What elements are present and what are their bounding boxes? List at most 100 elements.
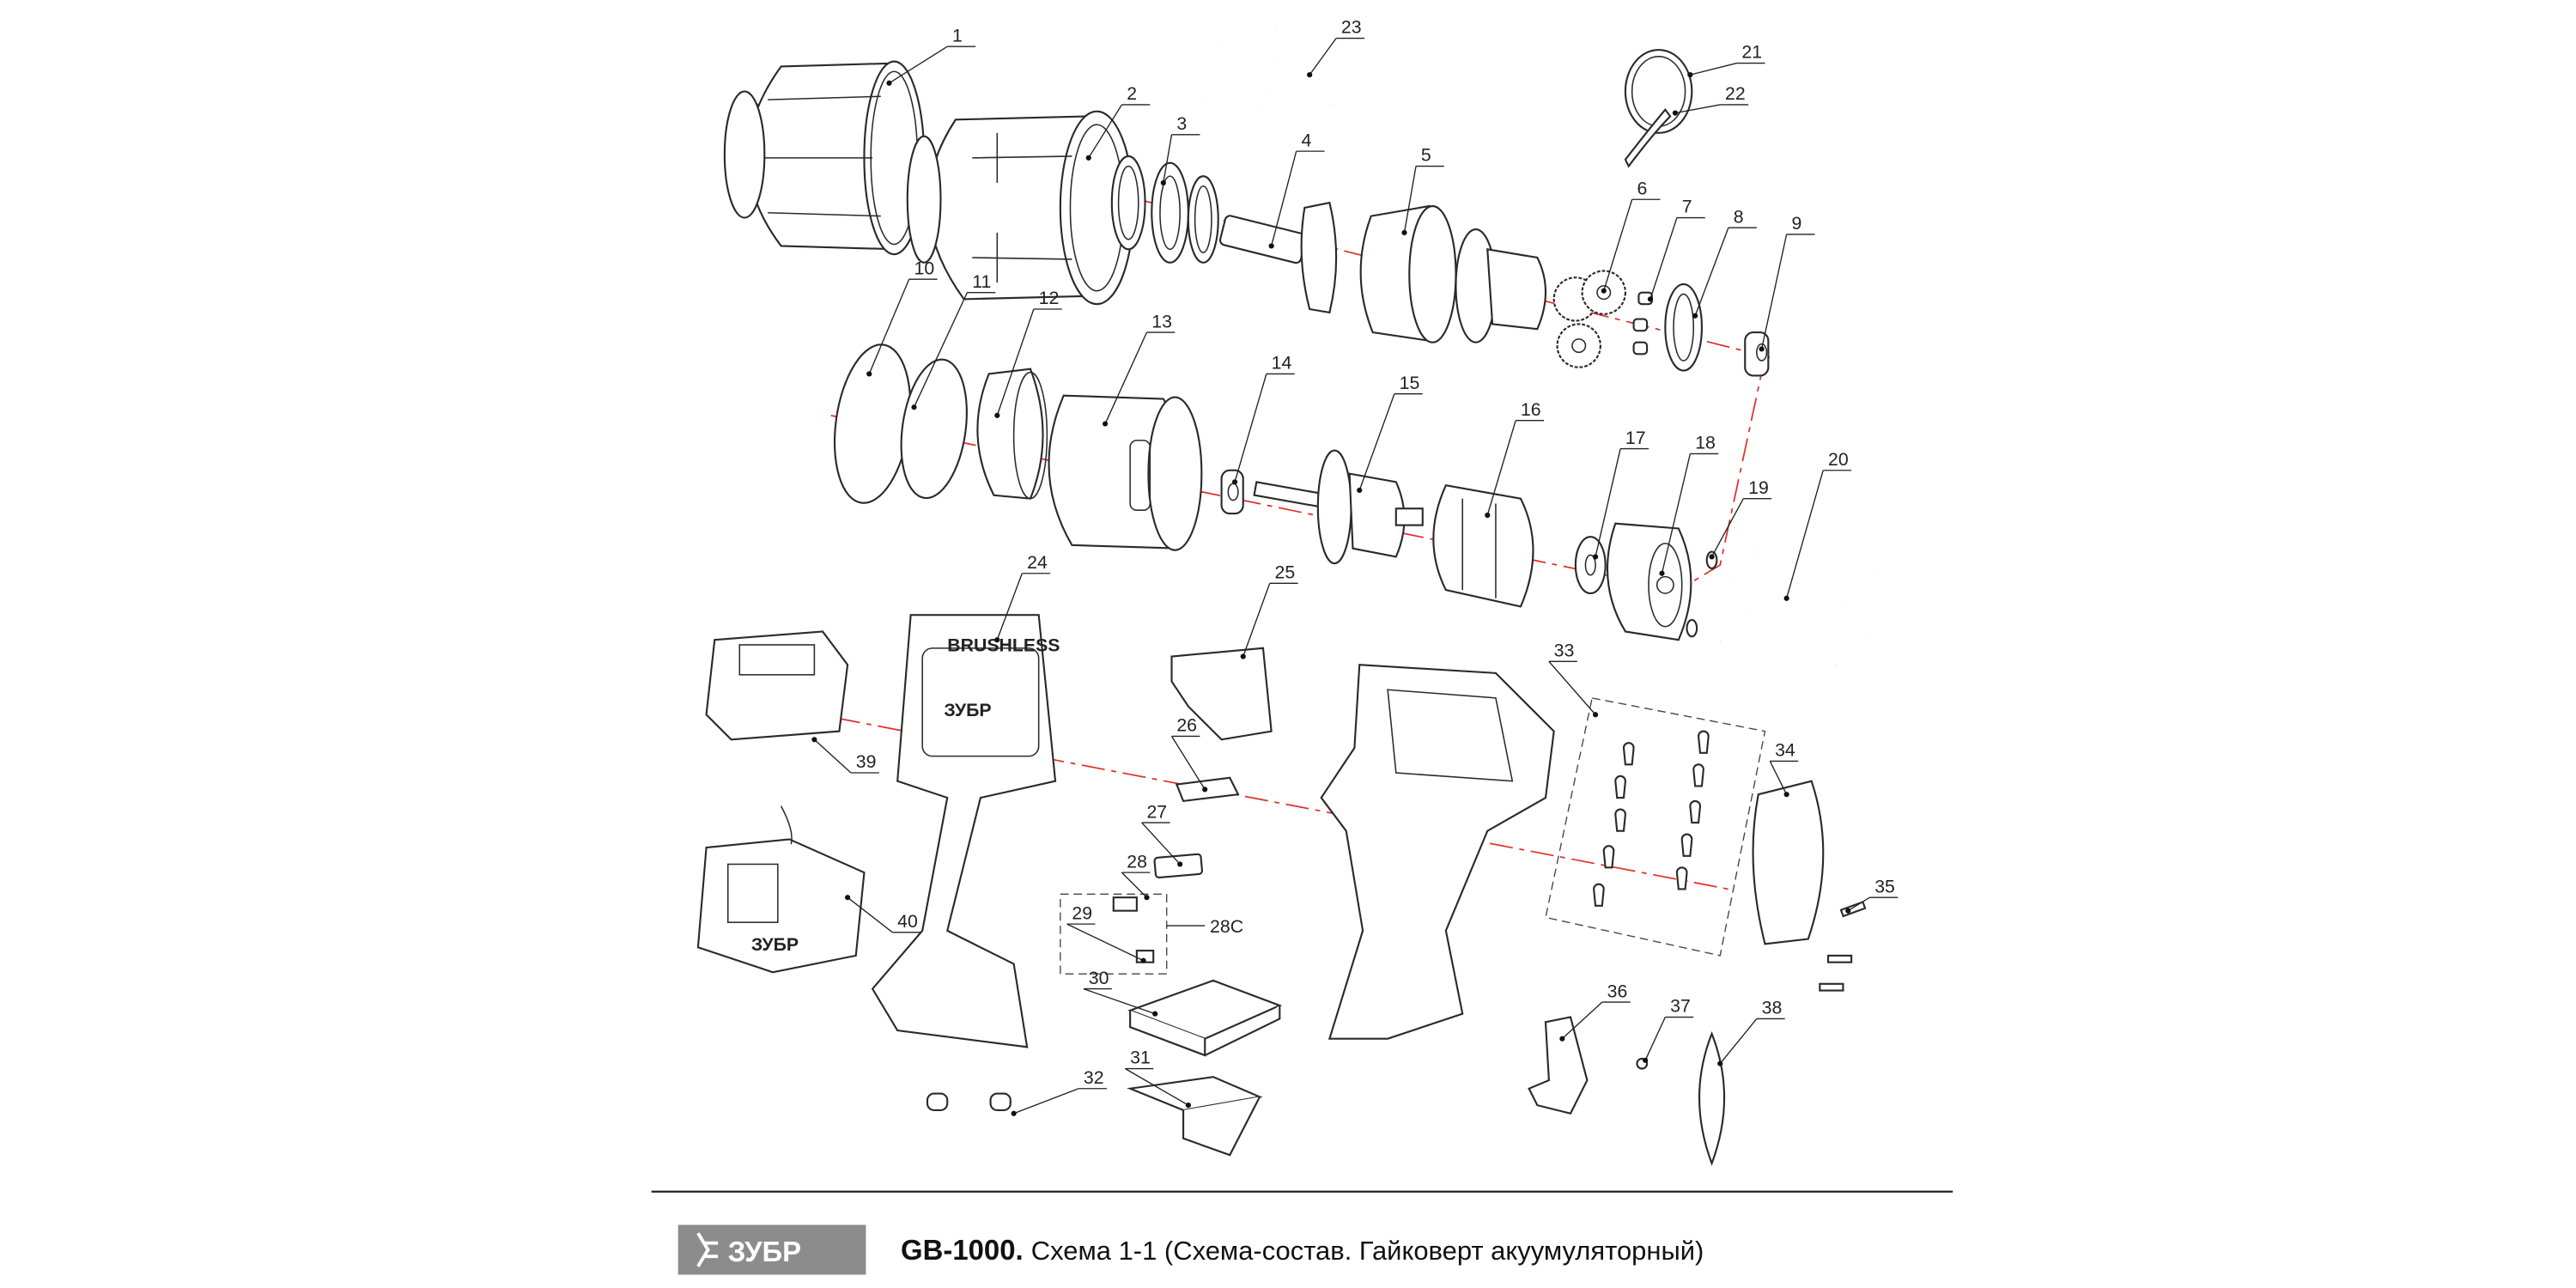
callout-leader: [1141, 822, 1181, 865]
callout-dot: [1160, 179, 1166, 185]
callout-leader: [1234, 374, 1267, 483]
callout-part-7: 7: [1647, 197, 1705, 302]
screw-icon: [1602, 845, 1615, 869]
callout-dot: [1687, 72, 1693, 78]
part-36-bracket: [1528, 1016, 1589, 1115]
callout-dot: [1144, 895, 1150, 901]
callout-dot: [1647, 296, 1654, 302]
part-number-label: 20: [1828, 449, 1849, 470]
callout-part-39: 39: [811, 737, 879, 774]
callout-part-1: 1: [886, 25, 976, 86]
part-number-label: 1: [952, 25, 963, 46]
part-39-battery: [705, 630, 849, 741]
callout-leader: [1124, 1067, 1189, 1106]
callout-part-22: 22: [1672, 83, 1749, 116]
callout-part-16: 16: [1485, 399, 1545, 519]
callout-leader: [1690, 62, 1737, 76]
callout-part-30: 30: [1083, 968, 1158, 1017]
callout-part-20: 20: [1783, 449, 1852, 601]
callout-dot: [1643, 1057, 1649, 1063]
callout-dot: [1011, 1110, 1017, 1116]
callout-part-8: 8: [1692, 206, 1757, 319]
callout-part-15: 15: [1357, 373, 1423, 494]
part-number-label: 17: [1625, 428, 1646, 448]
callout-part-3: 3: [1160, 113, 1200, 185]
part-34-rear-cap: [1752, 780, 1825, 945]
part-number-label: 35: [1874, 876, 1895, 896]
part-28-contact: [1112, 896, 1138, 912]
callout-part-19: 19: [1709, 477, 1772, 560]
part-11-o-ring: [900, 358, 968, 500]
part-number-label: 7: [1682, 197, 1692, 217]
callout-dot: [866, 371, 872, 377]
part-23-screws: [1204, 27, 1339, 114]
screw-icon: [1593, 883, 1605, 907]
callout-part-21: 21: [1687, 42, 1765, 78]
part-6-planet-gears: [1552, 270, 1626, 368]
part-number-label: 14: [1272, 353, 1292, 374]
part-35-screws: [1819, 901, 1867, 992]
callout-leader: [1066, 923, 1144, 962]
callout-part-18: 18: [1659, 433, 1719, 576]
callout-leader: [1242, 583, 1271, 657]
callout-leader: [1561, 1001, 1603, 1040]
sub-assembly-28c-box: 28C: [1060, 893, 1243, 975]
part-number-label: 6: [1637, 178, 1647, 198]
part-number-label: 32: [1084, 1067, 1104, 1088]
callout-dot: [1672, 110, 1679, 116]
part-number-label: 23: [1341, 17, 1362, 38]
part-number-label: 9: [1791, 213, 1801, 234]
part-number-label: 3: [1176, 113, 1187, 134]
part-number-label: 39: [856, 751, 877, 772]
part-24-housing-left: ЗУБР BRUSHLESS: [871, 614, 1060, 1048]
screw-icon: [1614, 775, 1626, 799]
part-number-label: 15: [1400, 373, 1420, 393]
part-number-label: 28: [1127, 851, 1147, 872]
callout-part-32: 32: [1011, 1067, 1108, 1116]
callout-leader: [889, 46, 948, 84]
callout-leader: [1710, 498, 1744, 557]
callout-dot: [1240, 653, 1246, 659]
callout-part-28: 28: [1121, 851, 1151, 901]
callout-dot: [1592, 554, 1599, 560]
part-number-label: 26: [1176, 715, 1197, 736]
callout-part-12: 12: [994, 288, 1062, 418]
part-30-battery-terminal: [1127, 979, 1283, 1057]
callout-dot: [1268, 243, 1274, 249]
part-number-label: 30: [1089, 968, 1109, 988]
callout-dot: [1759, 346, 1765, 352]
callout-part-17: 17: [1592, 428, 1649, 560]
callout-part-38: 38: [1717, 998, 1785, 1066]
callout-part-4: 4: [1268, 130, 1325, 249]
part-number-label: 8: [1734, 206, 1744, 227]
callout-part-35: 35: [1845, 876, 1899, 914]
callout-part-6: 6: [1601, 178, 1661, 294]
callout-leader: [847, 896, 893, 933]
callout-dot: [911, 404, 917, 410]
part-number-label: 31: [1130, 1048, 1151, 1068]
part-22-clip: [1624, 108, 1672, 168]
part-number-label: 40: [897, 911, 918, 932]
callout-dot: [845, 895, 851, 901]
part-33-screw-set: [1545, 697, 1766, 957]
callout-dot: [1103, 421, 1109, 427]
callout-part-26: 26: [1170, 715, 1208, 793]
callout-part-40: 40: [845, 895, 921, 933]
callout-leader: [1121, 872, 1147, 898]
callout-dot: [994, 637, 1000, 643]
callout-leader: [1719, 1018, 1758, 1065]
callout-dot: [1401, 229, 1407, 236]
callout-part-33: 33: [1548, 641, 1599, 718]
callout-dot: [1659, 570, 1665, 576]
part-32-rubber-feet: [926, 1092, 1012, 1111]
callout-dot: [1845, 908, 1851, 914]
callout-dot: [1185, 1103, 1191, 1109]
callout-leader: [1769, 761, 1788, 795]
callout-part-10: 10: [866, 258, 938, 377]
housing-right-half: [1320, 664, 1555, 1040]
callout-part-25: 25: [1240, 562, 1298, 659]
screw-icon: [1692, 763, 1704, 787]
part-2-gear-housing: [906, 110, 1135, 306]
